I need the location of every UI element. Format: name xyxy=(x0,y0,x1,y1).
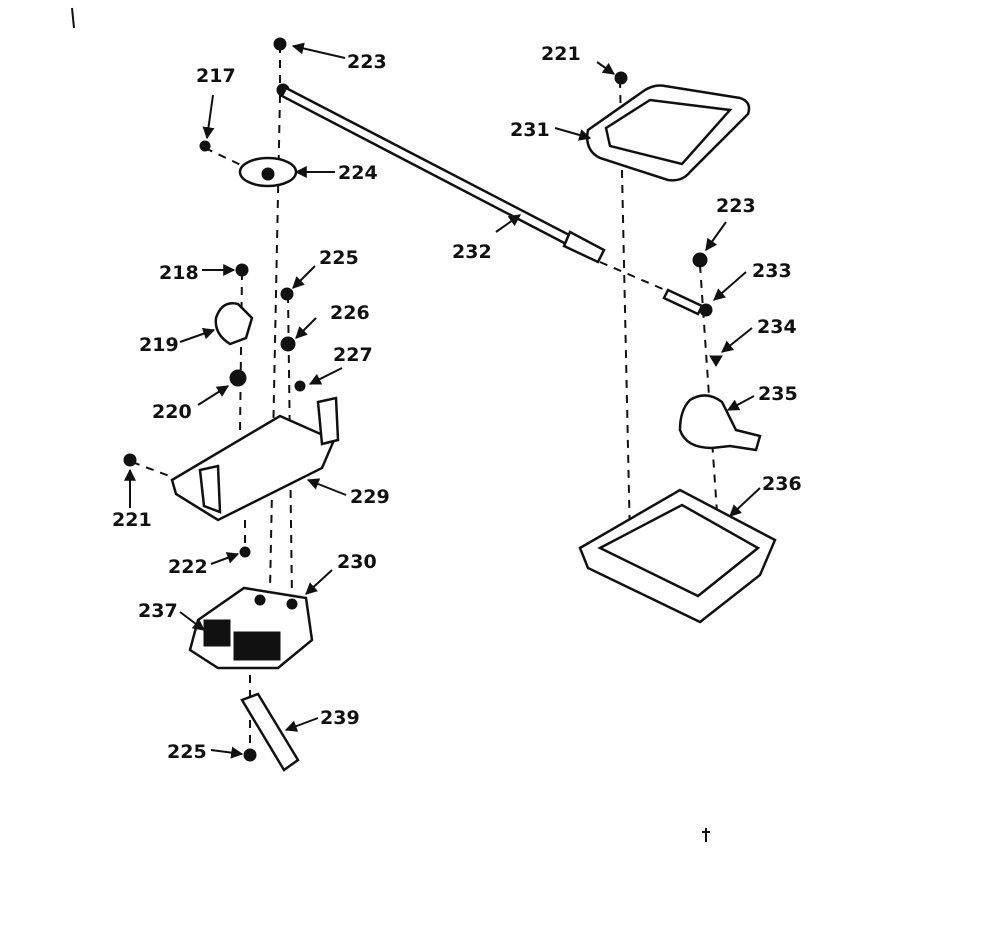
part-235-cam xyxy=(678,394,762,452)
label-231: 231 xyxy=(510,119,550,141)
part-231-frame xyxy=(586,71,751,182)
label-217: 217 xyxy=(196,65,236,87)
part-218-screw xyxy=(235,263,249,277)
label-237: 237 xyxy=(138,600,178,622)
part-230-control xyxy=(188,586,314,670)
label-239: 239 xyxy=(320,707,360,729)
label-222: 222 xyxy=(168,556,208,578)
part-226-spacer xyxy=(280,336,296,352)
part-223-right-nut xyxy=(692,252,708,268)
scan-mark xyxy=(71,7,75,29)
label-224: 224 xyxy=(338,162,378,184)
label-229: 229 xyxy=(350,486,390,508)
label-220: 220 xyxy=(152,401,192,423)
label-218: 218 xyxy=(159,262,199,284)
label-233: 233 xyxy=(752,260,792,282)
label-225-bottom: 225 xyxy=(167,741,207,763)
part-223-top-nut xyxy=(273,37,287,51)
part-224-knob xyxy=(238,156,298,188)
part-225-bottom-screw xyxy=(243,748,257,762)
label-234: 234 xyxy=(757,316,797,338)
part-217-screw xyxy=(199,140,211,152)
part-232-rod xyxy=(276,83,606,264)
part-222-screw xyxy=(239,546,251,558)
part-239-handle xyxy=(240,692,300,772)
part-221-left-screw xyxy=(123,453,137,467)
label-230: 230 xyxy=(337,551,377,573)
label-223-right: 223 xyxy=(716,195,756,217)
label-236: 236 xyxy=(762,473,802,495)
part-227-clip xyxy=(294,380,306,392)
part-234-clip xyxy=(709,355,723,367)
leader-arrows xyxy=(124,42,761,759)
label-226: 226 xyxy=(330,302,370,324)
label-221-left: 221 xyxy=(112,509,152,531)
part-236-tray xyxy=(578,488,777,624)
part-225-screw xyxy=(280,287,294,301)
label-221-right: 221 xyxy=(541,43,581,65)
label-232: 232 xyxy=(452,241,492,263)
label-223-top: 223 xyxy=(347,51,387,73)
part-219-socket xyxy=(214,302,254,346)
label-219: 219 xyxy=(139,334,179,356)
scan-mark-2 xyxy=(702,828,710,842)
part-220-bulb xyxy=(229,369,247,387)
label-225-upper: 225 xyxy=(319,247,359,269)
part-229-bracket xyxy=(170,396,340,522)
label-235: 235 xyxy=(758,383,798,405)
label-227: 227 xyxy=(333,344,373,366)
part-233-spring xyxy=(662,288,713,317)
